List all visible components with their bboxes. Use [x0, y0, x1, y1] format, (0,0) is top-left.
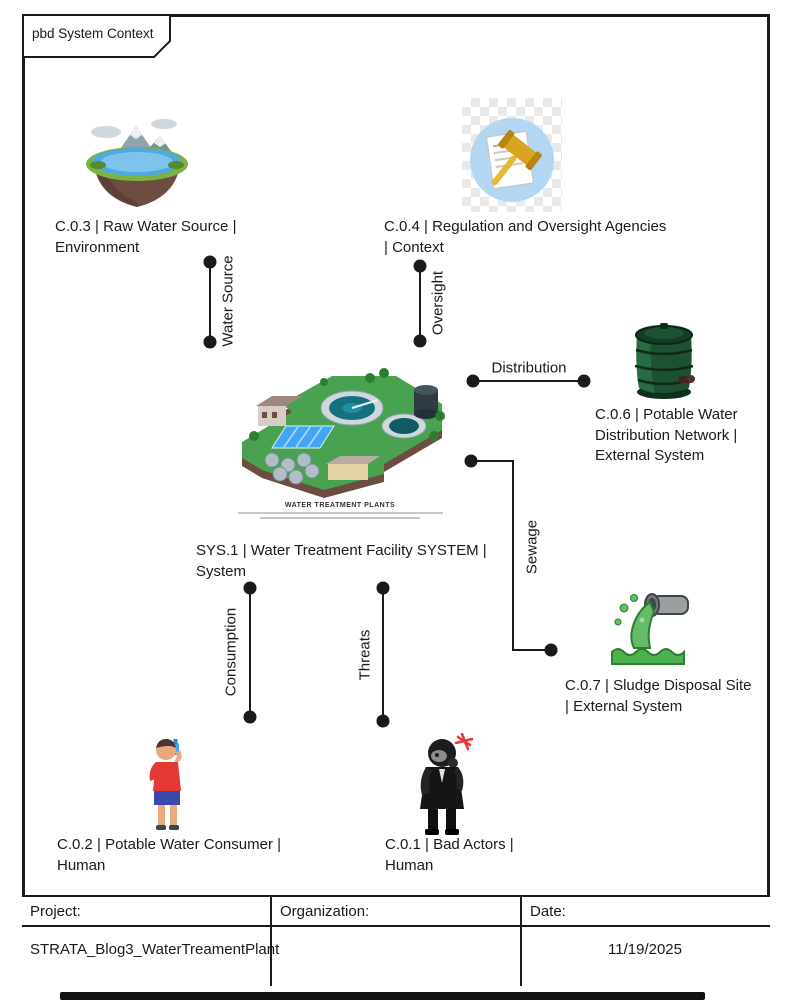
organization-label: Organization:	[280, 903, 370, 920]
connection-water-source-label: Water Source	[219, 255, 237, 347]
title-block-divider	[520, 897, 522, 986]
connection-sewage-line[interactable]	[471, 460, 514, 462]
connection-endpoint-dot	[466, 374, 480, 388]
potable-water-consumer-label: C.0.2 | Potable Water Consumer | Human	[57, 836, 281, 874]
person-drinking-water-icon[interactable]	[136, 735, 198, 833]
connection-consumption-line[interactable]	[249, 588, 251, 718]
connection-sewage-line[interactable]	[512, 460, 514, 650]
regulation-agencies-label: C.0.4 | Regulation and Oversight Agencie…	[384, 218, 667, 256]
water-barrel-icon[interactable]	[627, 320, 701, 404]
connection-distribution-line[interactable]	[473, 380, 584, 382]
floating-island-water-source-icon[interactable]	[80, 110, 194, 214]
diagram-frame-tab	[22, 14, 171, 58]
connection-endpoint-dot	[243, 710, 257, 724]
water-treatment-plant-icon[interactable]: WATER TREATMENT PLANTS	[226, 364, 454, 519]
connection-endpoint-dot	[544, 643, 558, 657]
project-label: Project:	[30, 903, 81, 920]
connection-endpoint-dot	[203, 335, 217, 349]
title-block: Project: Organization: Date: STRATA_Blog…	[22, 895, 770, 986]
plant-caption-title: WATER TREATMENT PLANTS	[284, 502, 396, 509]
bottom-bar	[60, 992, 705, 1000]
masked-bad-actor-icon[interactable]	[412, 733, 478, 837]
plant-caption-subtext	[237, 512, 443, 514]
sludge-disposal-label: C.0.7 | Sludge Disposal Site | External …	[565, 677, 752, 715]
diagram-tab-label: pbd System Context	[32, 26, 154, 41]
connection-endpoint-dot	[243, 581, 257, 595]
date-label: Date:	[530, 903, 566, 920]
connection-sewage-label: Sewage	[523, 519, 541, 575]
connection-endpoint-dot	[577, 374, 591, 388]
plant-caption-subtext	[260, 517, 420, 519]
connection-endpoint-dot	[203, 255, 217, 269]
distribution-network-label: C.0.6 | Potable Water Distribution Netwo…	[595, 406, 738, 465]
connection-endpoint-dot	[413, 259, 427, 273]
connection-distribution-label: Distribution	[491, 359, 567, 377]
date-value: 11/19/2025	[608, 941, 682, 958]
gavel-on-document-icon[interactable]	[462, 98, 562, 212]
title-block-divider	[270, 897, 272, 986]
system-node-label: SYS.1 | Water Treatment Facility SYSTEM …	[196, 542, 487, 580]
connection-oversight-line[interactable]	[419, 266, 421, 342]
project-value: STRATA_Blog3_WaterTreamentPlant	[30, 941, 280, 958]
bad-actors-label: C.0.1 | Bad Actors | Human	[385, 836, 514, 874]
connection-threats-label: Threats	[356, 629, 374, 681]
sludge-discharge-pipe-icon[interactable]	[606, 590, 696, 668]
connection-threats-line[interactable]	[382, 588, 384, 722]
connection-endpoint-dot	[464, 454, 478, 468]
connection-endpoint-dot	[376, 581, 390, 595]
connection-endpoint-dot	[413, 334, 427, 348]
title-block-divider	[22, 925, 770, 927]
connection-sewage-line[interactable]	[512, 649, 551, 651]
connection-consumption-label: Consumption	[222, 607, 240, 697]
connection-endpoint-dot	[376, 714, 390, 728]
raw-water-source-label: C.0.3 | Raw Water Source | Environment	[55, 218, 237, 256]
connection-oversight-label: Oversight	[429, 270, 447, 336]
connection-water-source-line[interactable]	[209, 262, 211, 342]
